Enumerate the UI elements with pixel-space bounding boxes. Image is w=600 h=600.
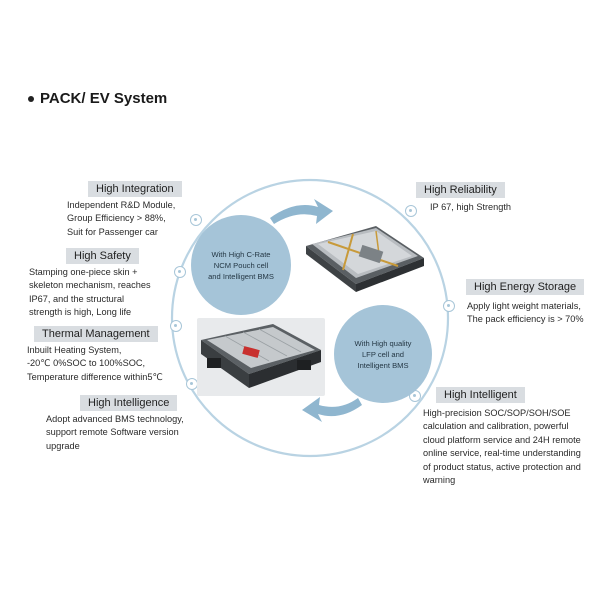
desc-line: Apply light weight materials, [467,301,581,311]
ring-node-high-safety [174,266,186,278]
tag-high-intelligent: High Intelligent [436,387,525,403]
desc-line: calculation and calibration, powerful [423,421,569,432]
desc-line: High-precision SOC/SOP/SOH/SOE [423,408,571,418]
bubble-ncm-line: and Intelligent BMS [208,271,274,281]
desc-line: upgrade [46,440,80,451]
desc-high-energy-storage: Apply light weight materials, The pack e… [467,300,584,327]
bubble-lfp-line: Intelligent BMS [357,360,409,370]
desc-line: Adopt advanced BMS technology, [46,414,184,424]
bubble-ncm: With High C-Rate NCM Pouch cell and Inte… [191,215,291,315]
desc-line: Suit for Passenger car [67,226,158,237]
tag-high-integration: High Integration [88,181,182,197]
desc-high-safety: Stamping one-piece skin + skeleton mecha… [29,266,151,320]
ring-node-high-integration [190,214,202,226]
arrow-top-icon [270,199,333,224]
battery-pack-image-lfp [197,318,325,396]
page-title-text: PACK/ EV System [40,90,168,107]
desc-high-integration: Independent R&D Module, Group Efficiency… [67,199,175,239]
bubble-lfp-line: With High quality [354,338,412,348]
ring-node-thermal-management [170,320,182,332]
desc-line: Stamping one-piece skin + [29,267,138,277]
bubble-lfp-line: LFP cell and [361,349,405,359]
arrow-bottom-icon [302,397,362,422]
battery-pack-image-ncm [306,226,424,292]
desc-line: Independent R&D Module, [67,200,176,210]
desc-thermal-management: Inbuilt Heating System, -20℃ 0%SOC to 10… [27,344,163,384]
desc-high-intelligence: Adopt advanced BMS technology, support r… [46,413,184,453]
desc-line: Temperature difference within5℃ [27,371,163,382]
ring-node-high-reliability [405,205,417,217]
tag-high-energy-storage: High Energy Storage [466,279,585,295]
desc-line: cloud platform service and 24H remote [423,434,581,445]
desc-line: warning [423,475,456,486]
desc-line: IP 67, high Strength [430,202,512,212]
bubble-ncm-line: With High C-Rate [211,249,271,259]
tag-high-reliability: High Reliability [416,182,505,198]
desc-line: The pack efficiency is > 70% [467,314,584,325]
ring-node-high-energy-storage [443,300,455,312]
tag-high-safety: High Safety [66,248,139,264]
desc-line: Group Efficiency > 88%, [67,213,166,224]
desc-line: support remote Software version [46,427,179,438]
desc-line: skeleton mechanism, reaches [29,280,151,291]
cycle-ring [170,178,450,458]
desc-line: of product status, active protection and [423,461,581,472]
desc-high-reliability: IP 67, high Strength [430,201,511,214]
desc-line: Inbuilt Heating System, [27,345,122,355]
bubble-ncm-line: NCM Pouch cell [213,260,269,270]
bubble-lfp: With High quality LFP cell and Intellige… [334,305,432,403]
desc-line: -20℃ 0%SOC to 100%SOC, [27,358,146,369]
desc-high-intelligent: High-precision SOC/SOP/SOH/SOE calculati… [423,407,581,487]
tag-thermal-management: Thermal Management [34,326,158,342]
page-title: PACK/ EV System [28,90,167,107]
bullet-icon [28,96,34,103]
desc-line: IP67, and the structural [29,293,124,304]
desc-line: online service, real-time understanding [423,448,581,459]
tag-high-intelligence: High Intelligence [80,395,178,411]
desc-line: strength is high, Long life [29,307,132,318]
